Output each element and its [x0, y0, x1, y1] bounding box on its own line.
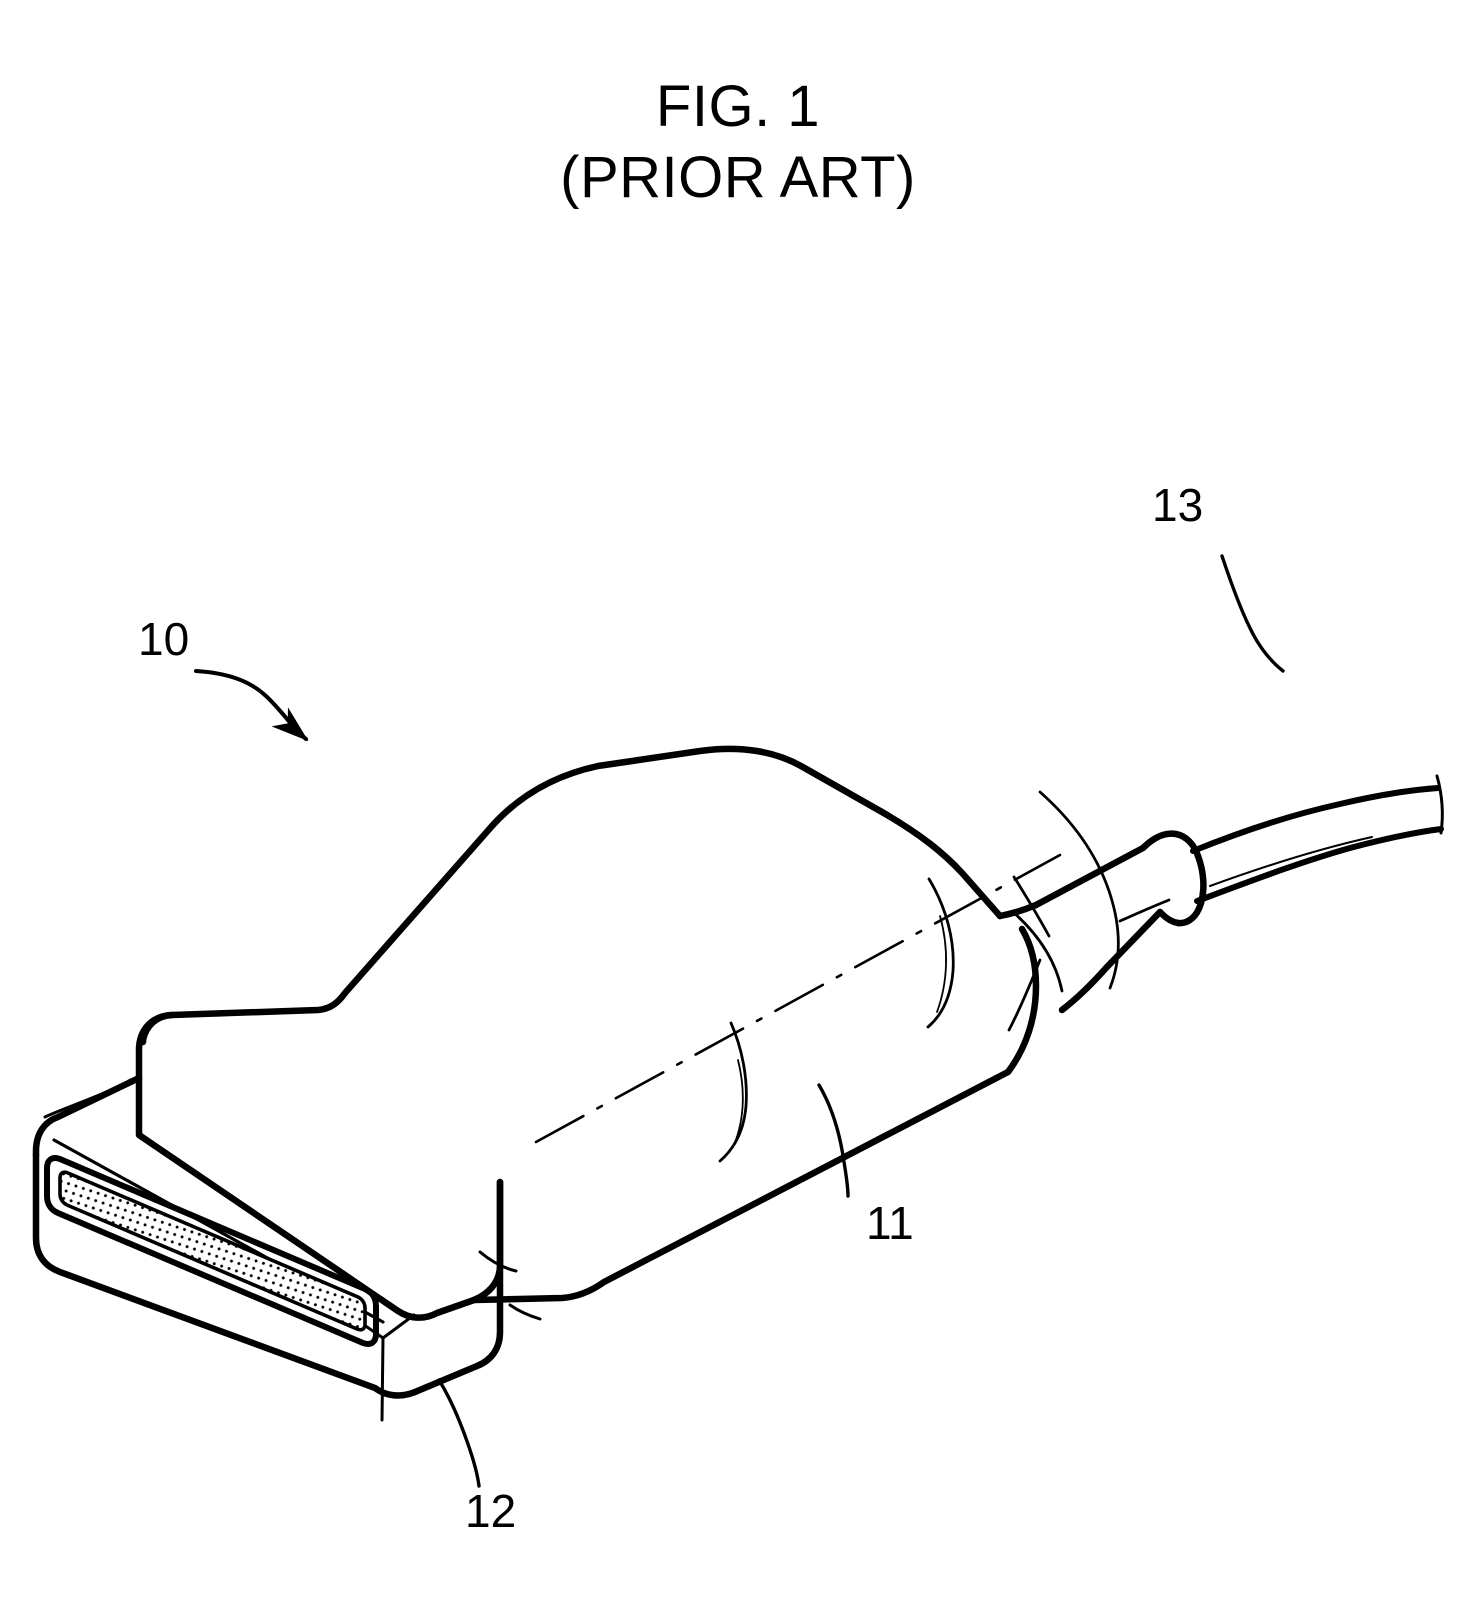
- grip-ridge-front-shadow: [733, 1059, 744, 1146]
- probe-drawing-group: [32, 554, 1444, 1488]
- head-to-body-fold: [478, 1250, 518, 1273]
- neck-lower-edge: [1058, 908, 1164, 1014]
- head-left-corner: [32, 1074, 143, 1159]
- grip-ridge-rear: [926, 877, 955, 1029]
- leader-line-12: [437, 1378, 481, 1488]
- neck-upper-edge: [996, 844, 1147, 920]
- strain-relief-bottom-edge: [1156, 908, 1182, 927]
- head-corner-vertical-mark: [380, 1336, 385, 1422]
- cable-break-line: [1435, 774, 1444, 835]
- grip-ridge-front: [718, 1021, 748, 1163]
- cable-lower-line: [1194, 826, 1444, 904]
- figure-title-block: FIG. 1 (PRIOR ART): [0, 72, 1476, 214]
- strain-relief-end-cap: [1174, 852, 1207, 927]
- grip-ridge-rear-shadow: [936, 915, 947, 1013]
- acoustic-lens-groove-outer: [44, 1155, 379, 1347]
- reference-numeral-11: 11: [866, 1197, 914, 1249]
- neck-lower-inner-fold: [1012, 875, 1051, 938]
- body-shoulder-fold: [1011, 910, 1064, 993]
- neck-lower-inner-fold-2: [1007, 958, 1042, 1032]
- reference-numeral-13: 13: [1152, 479, 1204, 531]
- prior-art-label: (PRIOR ART): [560, 144, 916, 210]
- figure-number-label: FIG. 1: [655, 74, 821, 139]
- cable-upper-line: [1190, 785, 1441, 854]
- leader-line-13: [1220, 554, 1285, 673]
- head-front-bottom-edge: [32, 1151, 419, 1399]
- probe-body-outline: [139, 745, 1004, 1044]
- acoustic-lens-face: [58, 1170, 367, 1332]
- strain-relief-top-edge: [1139, 830, 1202, 860]
- leader-line-10: [194, 669, 309, 742]
- head-right-short-fold: [508, 1303, 542, 1321]
- head-topleft-fold: [43, 1076, 141, 1119]
- probe-body-lower-contour: [470, 925, 1040, 1304]
- head-right-edge: [470, 1178, 504, 1304]
- reference-numeral-12: 12: [465, 1485, 517, 1537]
- strain-relief-inner-fold: [1118, 898, 1171, 923]
- reference-numeral-10: 10: [138, 613, 190, 665]
- leader-line-11: [817, 1083, 850, 1198]
- cable-inner-highlight: [1209, 836, 1373, 887]
- head-right-corner: [411, 1178, 504, 1396]
- body-center-dash-line: [534, 853, 1062, 1144]
- head-top-face: [135, 1011, 478, 1321]
